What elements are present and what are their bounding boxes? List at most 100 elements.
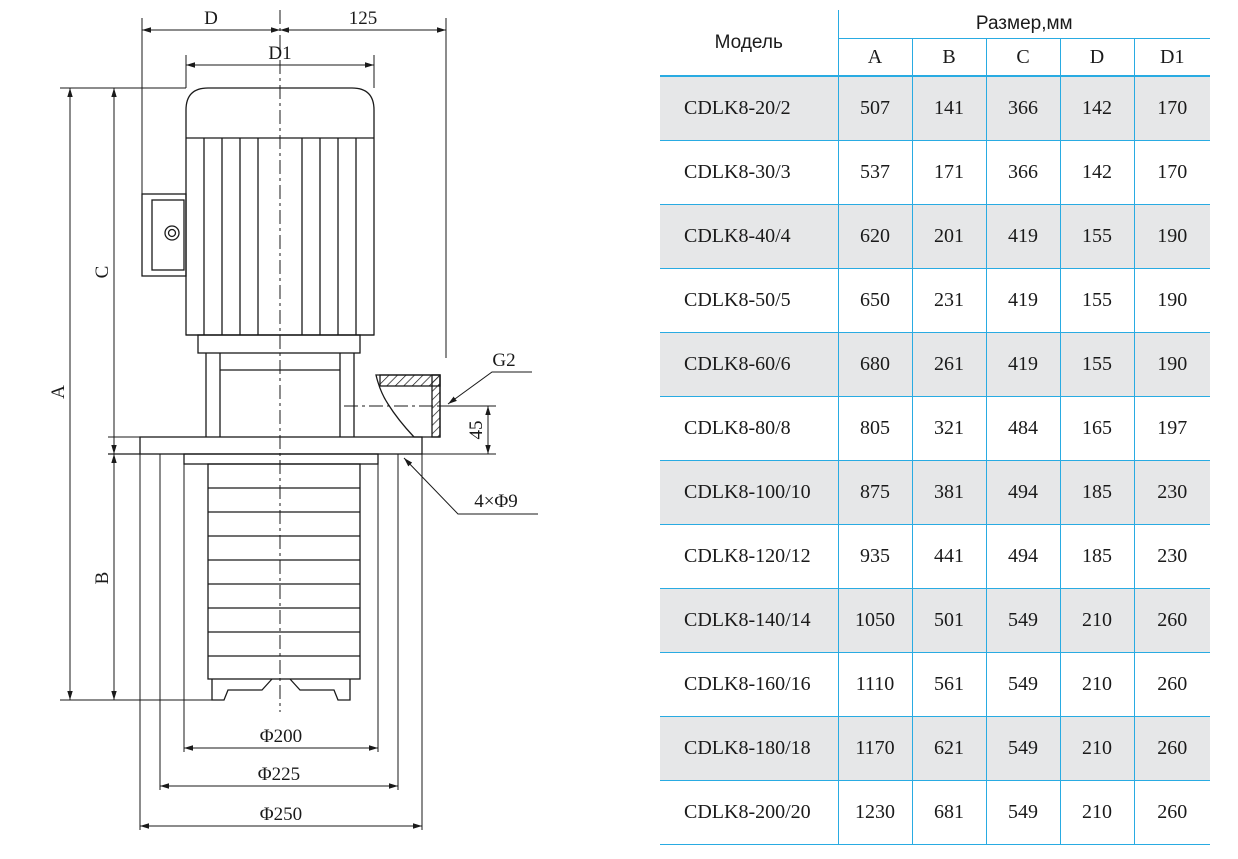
value-cell: 231 — [911, 268, 986, 333]
leader-g2 — [447, 371, 532, 405]
model-cell: CDLK8-160/16 — [660, 652, 838, 717]
value-cell: 260 — [1133, 780, 1211, 845]
value-cell: 197 — [1133, 396, 1211, 461]
value-cell: 366 — [985, 140, 1060, 205]
value-cell: 142 — [1059, 140, 1134, 205]
motor-bracket — [197, 334, 361, 437]
value-cell: 260 — [1133, 716, 1211, 781]
value-cell: 561 — [911, 652, 986, 717]
value-cell: 321 — [911, 396, 986, 461]
pump-barrel — [183, 453, 379, 701]
value-cell: 201 — [911, 204, 986, 269]
model-cell: CDLK8-60/6 — [660, 332, 838, 397]
value-cell: 190 — [1133, 204, 1211, 269]
value-cell: 501 — [911, 588, 986, 653]
value-cell: 190 — [1133, 332, 1211, 397]
value-cell: 549 — [985, 780, 1060, 845]
model-cell: CDLK8-20/2 — [660, 76, 838, 141]
value-cell: 1110 — [837, 652, 912, 717]
model-cell: CDLK8-80/8 — [660, 396, 838, 461]
dimension-table: Модель Размер,мм A B C D D1 CDLK8-20/2 5… — [660, 10, 1211, 845]
value-cell: 190 — [1133, 268, 1211, 333]
label-125: 125 — [349, 8, 378, 29]
pump-dimension-drawing: D 125 D1 A C B 45 G2 4×Φ9 Φ200 Φ225 Φ250 — [48, 8, 538, 830]
value-cell: 620 — [837, 204, 912, 269]
value-cell: 381 — [911, 460, 986, 525]
label-b: B — [92, 572, 113, 585]
value-cell: 621 — [911, 716, 986, 781]
model-cell: CDLK8-180/18 — [660, 716, 838, 781]
value-cell: 210 — [1059, 716, 1134, 781]
value-cell: 170 — [1133, 140, 1211, 205]
value-cell: 549 — [985, 588, 1060, 653]
value-cell: 1170 — [837, 716, 912, 781]
value-cell: 260 — [1133, 588, 1211, 653]
terminal-box — [141, 193, 187, 277]
model-header: Модель — [660, 10, 838, 77]
value-cell: 366 — [985, 76, 1060, 141]
label-c: C — [92, 266, 113, 279]
value-cell: 1050 — [837, 588, 912, 653]
value-cell: 650 — [837, 268, 912, 333]
table-row: CDLK8-20/2 507 141 366 142 170 — [660, 76, 1211, 141]
value-cell: 494 — [985, 460, 1060, 525]
value-cell: 155 — [1059, 204, 1134, 269]
value-cell: 171 — [911, 140, 986, 205]
value-cell: 419 — [985, 332, 1060, 397]
value-cell: 494 — [985, 524, 1060, 589]
value-cell: 260 — [1133, 652, 1211, 717]
column-header-a: A — [837, 38, 912, 77]
value-cell: 170 — [1133, 76, 1211, 141]
value-cell: 1230 — [837, 780, 912, 845]
table-row: CDLK8-80/8 805 321 484 165 197 — [660, 396, 1211, 461]
table-row: CDLK8-60/6 680 261 419 155 190 — [660, 332, 1211, 397]
value-cell: 230 — [1133, 460, 1211, 525]
value-cell: 185 — [1059, 460, 1134, 525]
table-row: CDLK8-200/20 1230 681 549 210 260 — [660, 780, 1211, 845]
table-row: CDLK8-50/5 650 231 419 155 190 — [660, 268, 1211, 333]
model-cell: CDLK8-140/14 — [660, 588, 838, 653]
model-cell: CDLK8-30/3 — [660, 140, 838, 205]
value-cell: 165 — [1059, 396, 1134, 461]
model-cell: CDLK8-50/5 — [660, 268, 838, 333]
table-row: CDLK8-180/18 1170 621 549 210 260 — [660, 716, 1211, 781]
value-cell: 681 — [911, 780, 986, 845]
value-cell: 419 — [985, 268, 1060, 333]
model-cell: CDLK8-120/12 — [660, 524, 838, 589]
model-cell: CDLK8-200/20 — [660, 780, 838, 845]
value-cell: 805 — [837, 396, 912, 461]
column-header-c: C — [985, 38, 1060, 77]
size-header: Размер,мм — [837, 10, 1211, 39]
table-row: CDLK8-140/14 1050 501 549 210 260 — [660, 588, 1211, 653]
table-row: CDLK8-160/16 1110 561 549 210 260 — [660, 652, 1211, 717]
value-cell: 210 — [1059, 652, 1134, 717]
value-cell: 549 — [985, 716, 1060, 781]
value-cell: 484 — [985, 396, 1060, 461]
model-cell: CDLK8-40/4 — [660, 204, 838, 269]
label-45: 45 — [466, 421, 487, 440]
label-phi200: Φ200 — [260, 726, 302, 747]
column-header-d: D — [1059, 38, 1134, 77]
table-row: CDLK8-100/10 875 381 494 185 230 — [660, 460, 1211, 525]
label-holes: 4×Φ9 — [474, 491, 518, 512]
value-cell: 210 — [1059, 780, 1134, 845]
mounting-flange — [139, 436, 423, 455]
value-cell: 419 — [985, 204, 1060, 269]
label-phi250: Φ250 — [260, 804, 302, 825]
leader-holes — [403, 457, 538, 515]
value-cell: 142 — [1059, 76, 1134, 141]
label-phi225: Φ225 — [258, 764, 300, 785]
table-row: CDLK8-40/4 620 201 419 155 190 — [660, 204, 1211, 269]
value-cell: 230 — [1133, 524, 1211, 589]
label-d: D — [204, 8, 218, 29]
value-cell: 549 — [985, 652, 1060, 717]
value-cell: 155 — [1059, 268, 1134, 333]
value-cell: 185 — [1059, 524, 1134, 589]
label-a: A — [48, 385, 69, 399]
value-cell: 507 — [837, 76, 912, 141]
label-d1: D1 — [268, 43, 291, 64]
value-cell: 141 — [911, 76, 986, 141]
label-g2: G2 — [492, 350, 515, 371]
value-cell: 680 — [837, 332, 912, 397]
column-header-d1: D1 — [1133, 38, 1211, 77]
